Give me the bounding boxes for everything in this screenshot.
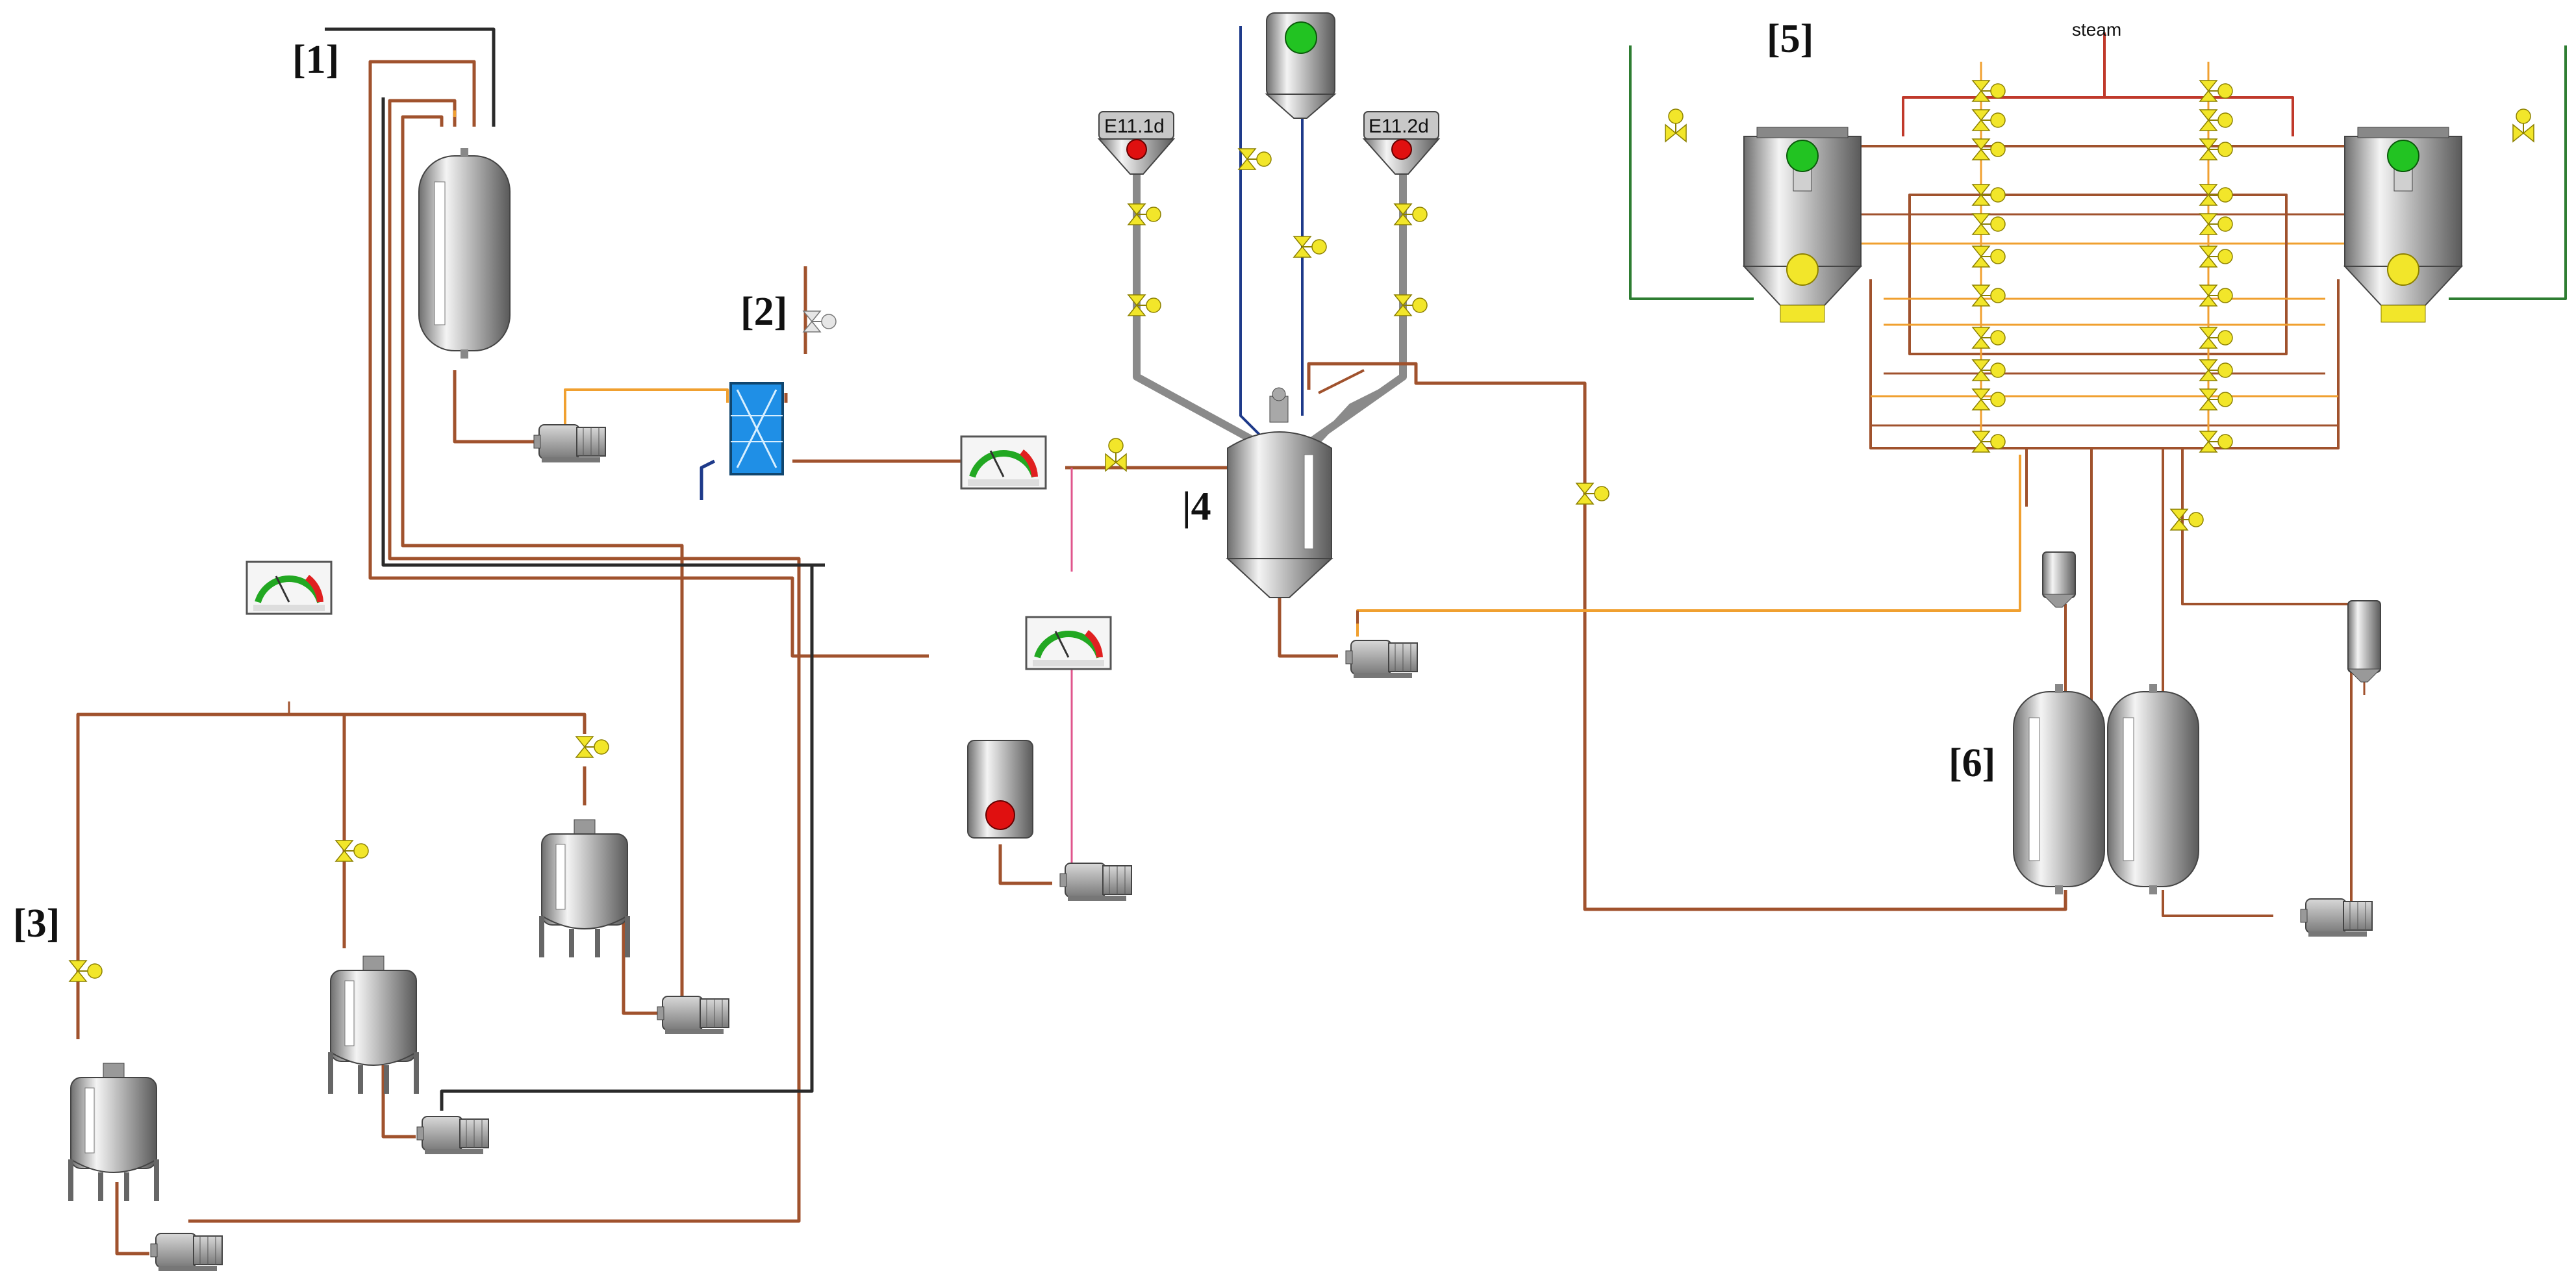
reactor-5-left-lamp-top [1786,140,1819,172]
manifold-left-valve[interactable] [1972,246,2006,268]
storage-vessel-1[interactable] [418,147,511,359]
area-label-2: [2] [740,290,787,334]
valve-area2[interactable] [803,310,837,333]
gauge-area2 [961,436,1046,488]
valve-mix-tank-3[interactable] [575,736,609,758]
manifold-right-valve[interactable] [2199,388,2233,410]
manifold-right-valve[interactable] [2199,138,2233,160]
area-label-1: [1] [292,38,339,82]
hopper-e11-2d-lamp [1391,139,1412,160]
receiver-vessel-left[interactable] [2013,683,2105,895]
pump-reactor-4[interactable] [1345,640,1418,679]
small-tank[interactable] [967,740,1033,839]
reactor-5-right-lamp-top [2387,140,2419,172]
mix-tank-3[interactable] [542,820,627,957]
hopper-e11-1d-lamp [1126,139,1147,160]
valve-reactor-return[interactable] [1576,483,1610,505]
small-tank-status-lamp [985,800,1015,830]
pump-mix-tank-1[interactable] [150,1233,223,1272]
hopper-e11-1d[interactable]: E11.1d [1097,111,1176,175]
hopper-e11-2d-tag: E11.2d [1369,116,1429,137]
manifold-right-valve[interactable] [2199,284,2233,307]
valve-reactor-5-left-side[interactable] [1665,108,1687,142]
pump-mix-tank-3[interactable] [657,996,729,1035]
filter-left[interactable] [2041,551,2077,608]
area-label-3: [3] [13,902,60,946]
valve-area6[interactable] [2170,509,2204,531]
manifold-left-valve[interactable] [1972,138,2006,160]
pump-1[interactable] [533,424,606,463]
valve-top-tank-1[interactable] [1238,148,1272,170]
gauge-area3 [247,562,331,614]
pump-area6[interactable] [2300,898,2373,937]
area-label-4: |4 [1182,485,1211,529]
reactor-4[interactable] [1226,387,1333,598]
manifold-left-valve[interactable] [1972,213,2006,235]
manifold-left-valve[interactable] [1972,327,2006,349]
manifold-right-valve[interactable] [2199,213,2233,235]
manifold-right-valve[interactable] [2199,327,2233,349]
reactor-5-left[interactable] [1743,127,1862,323]
mix-tank-1[interactable] [71,1063,157,1201]
valve-reactor-5-right-side[interactable] [2512,108,2534,142]
pump-small-tank[interactable] [1059,863,1132,902]
manifold-left-valve[interactable] [1972,109,2006,131]
manifold-right-valve[interactable] [2199,246,2233,268]
mix-tank-2[interactable] [331,956,416,1094]
receiver-vessel-right[interactable] [2107,683,2199,895]
manifold-left-valve[interactable] [1972,388,2006,410]
steam-label: steam [2072,19,2121,40]
manifold-left-valve[interactable] [1972,359,2006,381]
filter-right[interactable] [2347,600,2382,683]
top-feed-tank-lamp [1285,21,1317,54]
gauge-small-tank [1026,617,1111,669]
area-label-5: [5] [1767,17,1813,61]
valve-mix-tank-1[interactable] [69,960,103,982]
reactor-5-right-lamp-bottom [2387,253,2419,286]
manifold-right-valve[interactable] [2199,359,2233,381]
manifold-right-valve[interactable] [2199,109,2233,131]
hopper-e11-2d[interactable]: E11.2d [1362,111,1441,175]
heat-exchanger[interactable] [729,382,784,475]
hopper-e11-1d-tag: E11.1d [1104,116,1165,137]
pump-mix-tank-2[interactable] [416,1116,489,1155]
top-feed-tank[interactable] [1265,12,1337,119]
valve-top-tank-2[interactable] [1293,236,1327,258]
manifold-left-valve[interactable] [1972,284,2006,307]
reactor-5-right[interactable] [2344,127,2462,323]
valve-mix-tank-2[interactable] [335,840,369,862]
reactor-5-left-lamp-bottom [1786,253,1819,286]
area-label-6: [6] [1949,741,1995,785]
